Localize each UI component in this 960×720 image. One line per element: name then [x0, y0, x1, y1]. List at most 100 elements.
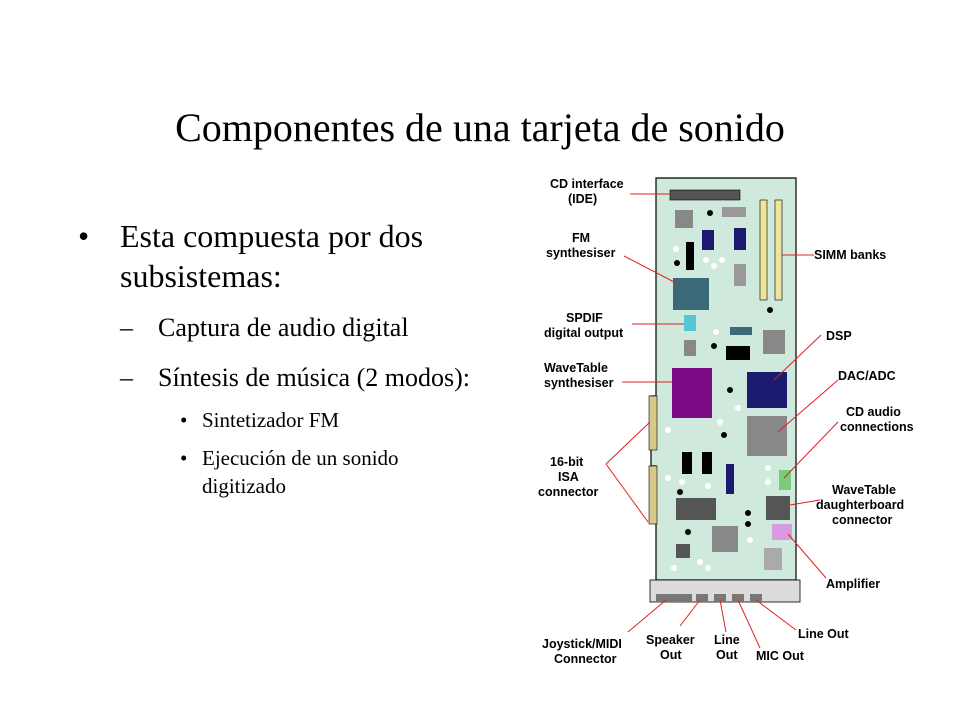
leader-joystick — [627, 599, 667, 633]
label-mic-1: MIC Out — [756, 649, 805, 663]
label-joy-2: Connector — [554, 652, 617, 666]
component-dot — [685, 529, 691, 535]
leader-mic — [737, 599, 761, 649]
label-wtd-2: daughterboard — [816, 498, 904, 512]
label-isa-2: ISA — [558, 470, 579, 484]
dac-adc-chip — [747, 416, 787, 456]
leader-line-out — [719, 599, 727, 633]
label-lob-2: Out — [716, 648, 738, 662]
chip — [730, 327, 752, 335]
joystick-port — [656, 594, 692, 602]
label-isa-1: 16-bit — [550, 455, 584, 469]
wavetable-daughter-chip — [766, 496, 790, 520]
chip — [722, 207, 746, 217]
bullet-sub-capture: – Captura de audio digital — [120, 310, 478, 346]
label-dac-1: DAC/ADC — [838, 369, 896, 383]
chip — [726, 464, 734, 494]
chip — [764, 548, 782, 570]
chip — [686, 242, 694, 270]
component-dot — [721, 432, 727, 438]
bullet-main-text: Esta compuesta por dos subsistemas: — [120, 218, 424, 294]
component-dot — [719, 257, 725, 263]
isa-connector-upper — [648, 395, 658, 451]
simm-bank-1 — [759, 199, 768, 301]
dsp-chip — [747, 372, 787, 408]
leader-fm — [623, 255, 679, 285]
bullet-sub-synthesis: – Síntesis de música (2 modos): — [120, 360, 478, 396]
chip — [726, 346, 750, 360]
component-dot — [665, 475, 671, 481]
component-dot — [713, 329, 719, 335]
component-dot — [767, 307, 773, 313]
label-isa-3: connector — [538, 485, 599, 499]
chip — [702, 452, 712, 474]
label-lob-1: Line — [714, 633, 740, 647]
component-dot — [671, 565, 677, 571]
component-dot — [697, 559, 703, 565]
label-mic-out: MIC Out — [756, 649, 805, 663]
leader-line-out-right — [755, 599, 797, 631]
mic-jack — [732, 594, 744, 602]
speaker-jack — [696, 594, 708, 602]
component-dot — [705, 483, 711, 489]
chip — [702, 230, 714, 250]
label-cd-interface-1: CD interface — [550, 177, 624, 191]
component-dot — [727, 387, 733, 393]
bullet-digitized-text: Ejecución de un sonido digitizado — [202, 446, 399, 498]
component-dot — [745, 510, 751, 516]
chip — [676, 544, 690, 558]
dash-marker: – — [120, 363, 133, 392]
component-dot — [745, 521, 751, 527]
component-dot — [747, 537, 753, 543]
bullet-main: • Esta compuesta por dos subsistemas: — [78, 216, 478, 296]
leader-dac — [777, 379, 839, 433]
component-dot — [735, 405, 741, 411]
label-fm-1: FM — [572, 231, 590, 245]
chip — [712, 526, 738, 552]
bullet-fm: • Sintetizador FM — [180, 406, 478, 434]
component-dot — [677, 489, 683, 495]
chip — [682, 452, 692, 474]
dash-marker: – — [120, 313, 133, 342]
component-dot — [707, 210, 713, 216]
chip — [675, 210, 693, 228]
label-simm: SIMM banks — [814, 248, 886, 262]
component-dot — [765, 465, 771, 471]
component-dot — [679, 479, 685, 485]
label-simm-1: SIMM banks — [814, 248, 886, 262]
ide-connector — [669, 189, 741, 201]
bullet-marker: • — [180, 408, 188, 432]
component-dot — [705, 565, 711, 571]
chip — [763, 330, 785, 354]
component-dot — [674, 260, 680, 266]
label-lor-1: Line Out — [798, 627, 850, 641]
component-dot — [665, 427, 671, 433]
spdif-chip — [684, 315, 696, 331]
chip — [684, 340, 696, 356]
leader-lines — [605, 193, 839, 649]
label-wtd-3: connector — [832, 513, 893, 527]
label-cda-2: connections — [840, 420, 914, 434]
label-fm-2: synthesiser — [546, 246, 616, 260]
leader-daughter — [789, 499, 821, 506]
board-components — [665, 210, 773, 571]
bullet-sub-capture-text: Captura de audio digital — [158, 313, 409, 342]
component-dot — [703, 257, 709, 263]
leader-speaker — [679, 599, 701, 627]
chip — [734, 228, 746, 250]
label-cd-interface-2: (IDE) — [568, 192, 597, 206]
component-dot — [765, 479, 771, 485]
bullet-sub-synthesis-text: Síntesis de música (2 modos): — [158, 363, 470, 392]
leader-amplifier — [787, 533, 827, 579]
amplifier-chip — [772, 524, 792, 540]
chip — [734, 264, 746, 286]
label-wtd-1: WaveTable — [832, 483, 896, 497]
